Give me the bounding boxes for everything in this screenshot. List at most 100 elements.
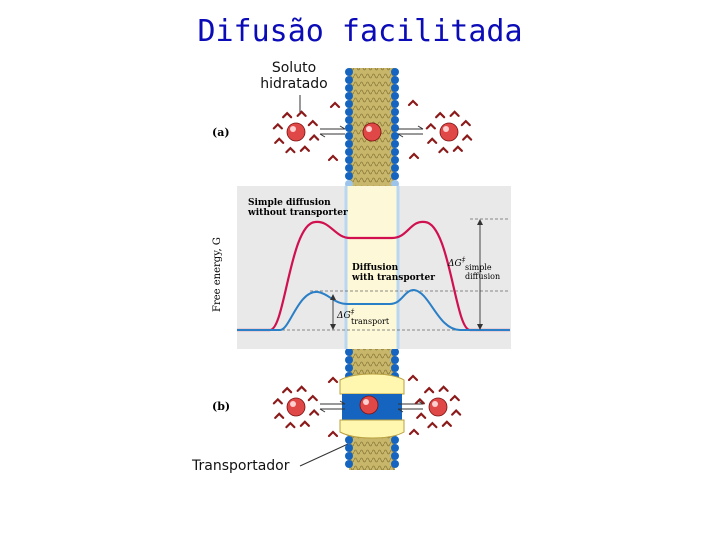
solute-sphere	[286, 397, 306, 417]
water-molecule	[327, 376, 339, 384]
lipid-head	[391, 436, 399, 444]
lipid-head	[391, 364, 399, 372]
lipid-head	[391, 148, 399, 156]
solute-highlight	[432, 401, 438, 407]
lipid-head	[391, 116, 399, 124]
hydrated-solute-label-line2: hidratado	[260, 76, 328, 92]
lipid-head	[345, 100, 353, 108]
water-molecule	[452, 145, 463, 152]
delta-g-simple-symbol: ΔG‡	[447, 256, 466, 269]
hydrated-solute-label: Soluto hidratado	[254, 60, 334, 92]
transporter-diffusion-label-line1: Diffusion	[352, 263, 399, 273]
lipid-head	[391, 68, 399, 76]
lipid-head	[345, 124, 353, 132]
water-molecule	[462, 134, 473, 141]
lipid-head	[391, 84, 399, 92]
water-molecule	[285, 421, 296, 429]
hydrated-solute	[272, 385, 320, 429]
simple-diffusion-curve	[237, 220, 510, 332]
solute	[359, 395, 379, 415]
lipid-head	[345, 148, 353, 156]
solute-sphere	[439, 122, 459, 142]
lipid-head	[345, 68, 353, 76]
lipid-head	[345, 116, 353, 124]
simple-diffusion-label-line1: Simple diffusion	[248, 198, 331, 208]
lipid-head	[345, 452, 353, 460]
water-molecule	[427, 137, 438, 144]
delta-g-simple-sub-line1: simple	[465, 263, 492, 272]
water-molecule	[435, 111, 446, 119]
lipid-head	[345, 84, 353, 92]
lipid-head	[391, 460, 399, 468]
panel-b-label: (b)	[212, 400, 230, 413]
solute-highlight	[290, 126, 296, 132]
water-molecule	[285, 146, 296, 154]
water-molecule	[451, 409, 462, 416]
lipid-head	[345, 92, 353, 100]
lipid-head	[345, 108, 353, 116]
water-molecule	[449, 110, 460, 117]
solute-sphere	[286, 122, 306, 142]
solute	[362, 122, 382, 142]
transporter-label: Transportador	[192, 458, 290, 474]
membrane-interior-band	[346, 186, 398, 349]
water-molecule	[408, 428, 420, 436]
slide-title: Difusão facilitada	[197, 14, 523, 49]
water-molecule	[299, 145, 310, 152]
water-molecule	[424, 386, 435, 394]
solute-sphere	[428, 397, 448, 417]
transporter-diffusion-curve	[237, 288, 510, 331]
lipid-head	[345, 132, 353, 140]
water-molecule	[282, 386, 293, 394]
lipid-head	[391, 76, 399, 84]
lipid-head	[391, 348, 399, 356]
lipid-head	[345, 172, 353, 180]
hydrated-solute-label-line1: Soluto	[271, 60, 317, 76]
lipid-head	[391, 356, 399, 364]
water-molecule	[327, 154, 339, 162]
water-molecule	[274, 412, 285, 419]
delta-g-simple-sub-line2: diffusion	[465, 272, 500, 281]
water-molecule	[408, 152, 420, 160]
water-molecule	[329, 101, 341, 109]
water-molecule	[425, 122, 436, 130]
water-molecule	[307, 119, 318, 127]
solute-sphere	[359, 395, 379, 415]
water-molecule	[272, 397, 283, 405]
solute-highlight	[443, 126, 449, 132]
solute-highlight	[363, 399, 369, 405]
simple-diffusion-label-line2: without transporter	[247, 208, 348, 218]
water-molecule	[427, 421, 438, 429]
water-molecule	[299, 420, 310, 427]
lipid-head	[345, 348, 353, 356]
solute-highlight	[290, 401, 296, 407]
water-molecule	[296, 110, 307, 117]
water-molecule	[296, 385, 307, 392]
lipid-head	[391, 156, 399, 164]
water-molecule	[282, 111, 293, 119]
transporter-diffusion-label-line2: with transporter	[351, 273, 435, 283]
solute-molecules	[272, 99, 473, 438]
lipid-head	[345, 364, 353, 372]
lipid-head	[391, 92, 399, 100]
y-axis-label: Free energy, G	[212, 237, 223, 312]
delta-g-simple-arrow	[477, 219, 483, 330]
lipid-head	[345, 140, 353, 148]
delta-g-transport-arrow	[330, 294, 336, 330]
water-molecule	[441, 420, 452, 427]
lipid-head	[391, 444, 399, 452]
hydrated-solute	[425, 110, 473, 154]
hydrated-solute	[414, 385, 462, 429]
lipid-head	[391, 164, 399, 172]
water-molecule	[307, 394, 318, 402]
water-molecule	[414, 397, 425, 405]
lipid-head	[345, 460, 353, 468]
water-molecule	[309, 134, 320, 141]
lipid-head	[391, 452, 399, 460]
water-molecule	[438, 385, 449, 392]
panel-a-label: (a)	[212, 126, 230, 139]
membrane-crossing-arrows	[319, 125, 424, 413]
lipid-head	[391, 100, 399, 108]
transporter-pointer	[299, 443, 349, 467]
water-molecule	[309, 409, 320, 416]
